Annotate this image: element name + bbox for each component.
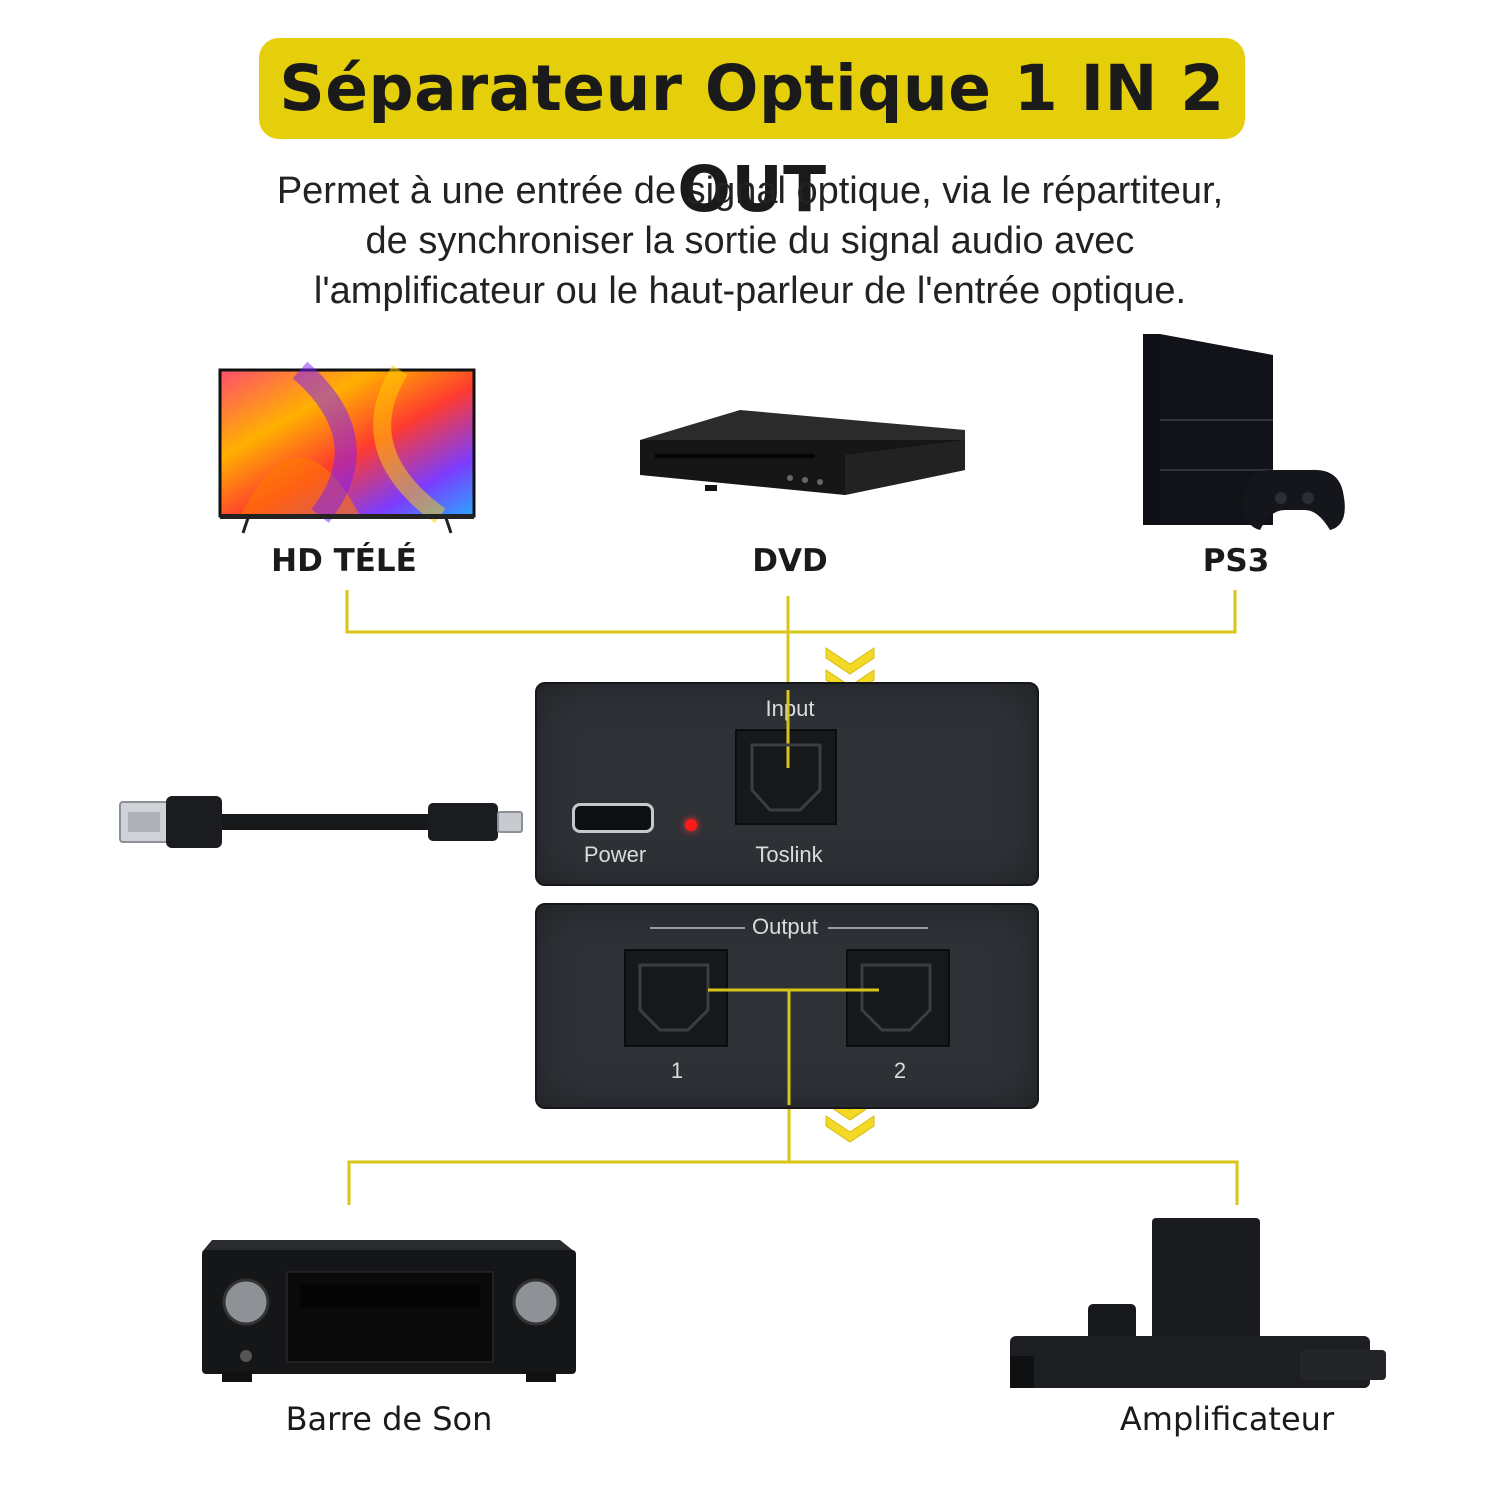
source-label-dvd: DVD [752,543,828,579]
output-rule-left [650,927,745,929]
page-title: Séparateur Optique 1 IN 2 OUT [279,52,1225,226]
input-label: Input [765,696,815,721]
dvd-player-icon [640,410,965,495]
title-banner [259,38,1245,139]
output-label-barre-de-son: Barre de Son [285,1400,493,1438]
micro-usb-port [572,803,654,833]
subtitle: Permet à une entrée de signal optique, v… [150,166,1350,316]
tv-icon [218,361,476,534]
usb-cable-icon [119,796,523,848]
subtitle-line: de synchroniser la sortie du signal audi… [365,220,1135,262]
av-receiver-icon [202,1240,576,1382]
power-label: Power [583,842,647,867]
source-label-hd-tv: HD TÉLÉ [271,543,417,579]
splitter-output-panel [535,903,1039,1109]
output-label-amplificateur: Amplificateur [1119,1400,1335,1438]
output-port-1-label: 1 [670,1058,684,1083]
output-rule-right [828,927,928,929]
power-led [685,819,697,831]
output-port-2-label: 2 [893,1058,907,1083]
soundbar-icon [1010,1218,1386,1388]
toslink-label: Toslink [755,842,823,867]
source-label-ps3: PS3 [1202,543,1270,579]
output-label: Output [751,914,819,939]
subtitle-line: l'amplificateur ou le haut-parleur de l'… [313,270,1187,312]
subtitle-line: Permet à une entrée de signal optique, v… [276,170,1224,212]
game-console-icon [1143,334,1345,530]
